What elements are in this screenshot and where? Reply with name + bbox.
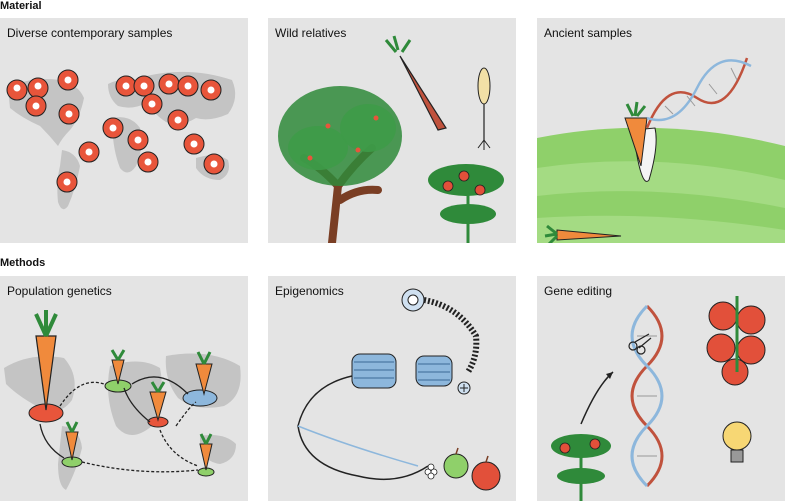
section-title-methods: Methods [0,257,46,269]
panel-label-epigenomics: Epigenomics [275,284,344,298]
map-pin-icon [115,75,137,97]
ancient-samples-illustration [537,57,785,243]
epigenomics-illustration [297,288,501,491]
tomato-cluster-icon [706,296,766,386]
map-pin-icon [141,93,163,115]
map-pin-icon [203,153,225,175]
flower-icon [424,463,438,480]
panel-label-popgen: Population genetics [7,284,112,298]
panel-label-editing: Gene editing [544,284,613,298]
section-title-material: Material [0,0,42,12]
world-map-with-pins-illustration [6,69,236,210]
dna-icon [645,57,752,129]
panel-diverse-samples: Diverse contemporary samples [0,18,248,243]
tomato-plant-icon [551,434,611,501]
lightbulb-icon [722,421,752,463]
map-pin-icon [167,109,189,131]
carrot-icon [195,351,213,396]
panel-label-wild: Wild relatives [275,26,347,40]
migration-arrows [39,376,199,473]
tree-icon [278,86,402,243]
carrot-icon [624,101,648,167]
panel-label-ancient: Ancient samples [544,26,633,40]
panel-gene-editing: Gene editing [537,276,785,501]
apple-icon [471,455,501,491]
population-genetics-illustration [4,310,241,490]
map-pin-icon [137,151,159,173]
dna-icon [297,425,419,467]
panel-ancient-samples: Ancient samples [537,18,785,243]
map-pin-icon [6,79,28,101]
wild-relatives-illustration [278,35,504,243]
carrot-icon [110,349,126,385]
map-pin-icon [57,69,79,91]
carrot-icon [544,224,622,243]
dna-icon [630,304,664,488]
scissors-icon [628,333,652,355]
soil-layers [537,127,785,243]
panel-label-diverse: Diverse contemporary samples [7,26,173,40]
carrot-icon [34,310,58,411]
carrot-icon [65,421,79,461]
gene-editing-illustration [551,296,766,501]
map-pin-icon [27,77,49,99]
map-pin-icon [127,129,149,151]
panel-population-genetics: Population genetics [0,276,248,501]
map-pin-icon [133,75,155,97]
carrot-icon [199,433,213,471]
map-pin-icon [56,171,78,193]
map-pin-icon [158,73,180,95]
panel-wild-relatives: Wild relatives [268,18,516,243]
panel-epigenomics: Epigenomics [268,276,516,501]
carrot-icon [384,35,447,131]
map-pin-icon [58,103,80,125]
map-pin-icon [183,133,205,155]
map-pins [6,69,225,193]
map-pin-icon [200,79,222,101]
apple-icon [443,447,469,479]
map-pin-icon [102,117,124,139]
map-pin-icon [78,141,100,163]
carrot-icon [149,381,167,422]
wheat-icon [477,67,491,150]
map-pin-icon [177,75,199,97]
nucleosome-icon [351,353,453,389]
tomato-plant-icon [428,164,504,243]
map-pin-icon [25,95,47,117]
